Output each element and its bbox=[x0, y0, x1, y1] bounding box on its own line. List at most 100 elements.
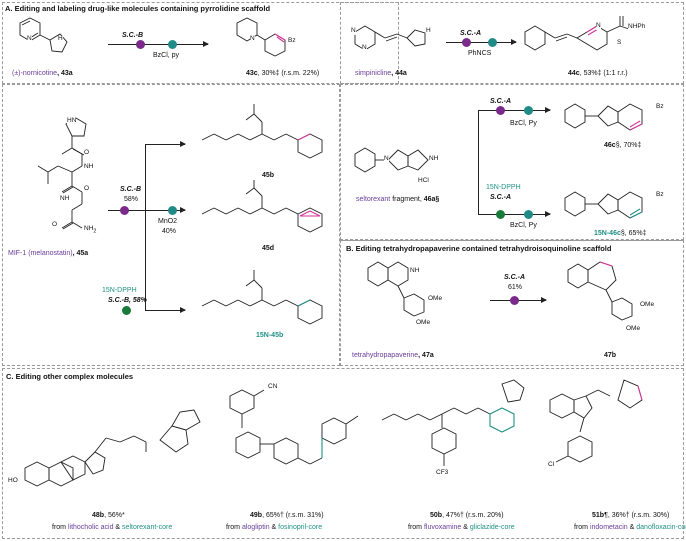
product-45b-label: 45b bbox=[262, 172, 275, 179]
seltorexant-15n: 15N-DPPH bbox=[486, 184, 521, 191]
arrow-to-15n45b bbox=[145, 307, 186, 313]
pyridine-n: N bbox=[27, 35, 32, 43]
product-45d-structure bbox=[201, 180, 323, 233]
atom-ome3: OMe bbox=[640, 301, 655, 309]
reagent-label: BzCl, py bbox=[153, 52, 180, 59]
molecule-51b-structure bbox=[549, 379, 643, 463]
panel-c bbox=[2, 368, 684, 539]
molecule-48b-source: from lithocholic acid & seltorexant-core bbox=[52, 524, 173, 531]
mif-step2-label: S.C.-B, 58% bbox=[108, 297, 147, 304]
product-43c-label: 43c, 30%‡ (r.s.m. 22%) bbox=[246, 70, 320, 77]
atom-nh2-term: NH2 bbox=[84, 225, 97, 235]
mif-15n-label: 15N-DPPH bbox=[102, 287, 137, 294]
panel-b-dot bbox=[510, 296, 519, 305]
mif-step-pct: 58% bbox=[124, 196, 139, 203]
atom-ome1: OMe bbox=[428, 295, 443, 303]
product-43c-structure bbox=[236, 17, 286, 57]
product-47b-label: 47b bbox=[604, 352, 617, 359]
step-dot-purple-2 bbox=[462, 38, 471, 47]
seltorexant-dot-green bbox=[496, 210, 505, 219]
panel-a-title: A. Editing and labeling drug-like molecu… bbox=[5, 4, 271, 13]
molecule-51b-label: 51b¶, 36%† (r.s.m. 30%) bbox=[592, 512, 670, 519]
step-label: S.C.-B bbox=[122, 32, 143, 39]
molecule-49b-source: from alogliptin & fosinopril-core bbox=[226, 524, 323, 531]
molecule-48b-label: 48b, 56%* bbox=[92, 512, 125, 519]
arrow-to-15n46c bbox=[478, 211, 551, 217]
panel-b-pct: 61% bbox=[508, 284, 523, 291]
seltorexant-n: N bbox=[384, 155, 389, 163]
molecule-50b-structure bbox=[381, 379, 525, 466]
panel-b-title: B. Editing tetrahydropapaverine containe… bbox=[346, 244, 612, 253]
reagent-label-2: PhNCS bbox=[468, 50, 492, 57]
seltorexant-dot-teal-2 bbox=[524, 210, 533, 219]
step-dot-teal bbox=[168, 40, 177, 49]
product-15n46c-label: 15N-46c§, 65%‡ bbox=[594, 230, 647, 237]
panel-b bbox=[340, 240, 684, 366]
seltorexant-dot-purple bbox=[496, 106, 505, 115]
step-dot-teal-2 bbox=[488, 38, 497, 47]
product-45d-label: 45d bbox=[262, 245, 275, 252]
atom-ho: HO bbox=[8, 477, 18, 485]
atom-cn: CN bbox=[268, 383, 278, 391]
atom-o1: O bbox=[84, 149, 90, 157]
pyrrolidine-nh2: H bbox=[426, 27, 431, 35]
pyrrolidine-nh: H bbox=[58, 35, 63, 43]
panel-a-lower-right bbox=[340, 84, 684, 240]
seltorexant-branch bbox=[478, 110, 479, 214]
product-44c-label: 44c, 53%‡ (1:1 r.r.) bbox=[568, 70, 628, 77]
nornicotine-label: (±)-nornicotine, 43a bbox=[12, 70, 73, 77]
arrow-to-45d bbox=[108, 207, 186, 213]
seltorexant-dot-teal bbox=[524, 106, 533, 115]
seltorexant-step1: S.C.-A bbox=[490, 98, 511, 105]
atom-nh2: NH bbox=[60, 195, 70, 203]
seltorexant-step2: S.C.-A bbox=[490, 194, 511, 201]
product-15n46c-structure bbox=[564, 191, 643, 219]
molecule-49b-structure bbox=[229, 389, 359, 465]
arrow-to-45b bbox=[145, 141, 186, 147]
mif-dot-green bbox=[122, 306, 131, 315]
arrow-to-46c bbox=[478, 107, 551, 113]
atom-nh-thp: NH bbox=[410, 267, 420, 275]
product-44c-structure bbox=[524, 16, 633, 51]
atom-n-44c: N bbox=[596, 22, 601, 30]
atom-hn: HN bbox=[67, 117, 77, 125]
seltorexant-reagent2: BzCl, Py bbox=[510, 222, 537, 229]
product-15n45b-label: 15N-45b bbox=[256, 332, 284, 339]
reaction-arrow bbox=[108, 41, 209, 47]
atom-bz: Bz bbox=[288, 37, 296, 45]
atom-o2: O bbox=[84, 185, 90, 193]
simpinicline-label: simpinicline, 44a bbox=[355, 70, 407, 77]
product-46c-label: 46c§, 70%‡ bbox=[604, 142, 642, 149]
tetrahydropapaverine-label: tetrahydropapaverine, 47a bbox=[352, 352, 434, 359]
mif-dot-purple bbox=[120, 206, 129, 215]
seltorexant-structure bbox=[354, 147, 429, 173]
product-46c-structure bbox=[564, 103, 643, 131]
panel-a-right bbox=[340, 2, 684, 84]
oxidant-label: MnO2 bbox=[158, 218, 178, 225]
panel-a bbox=[2, 2, 399, 84]
mif1-structure bbox=[37, 117, 87, 230]
seltorexant-label: seltorexant fragment, 46a§ bbox=[356, 196, 440, 203]
product-45b-structure bbox=[201, 104, 323, 159]
atom-bz-15n46c: Bz bbox=[656, 191, 664, 199]
tetrahydropapaverine-structure bbox=[367, 261, 425, 317]
reaction-arrow-2 bbox=[446, 39, 517, 45]
atom-s: S bbox=[617, 39, 622, 47]
atom-nh1: NH bbox=[84, 163, 94, 171]
seltorexant-nh: NH bbox=[429, 155, 439, 163]
panel-c-title: C. Editing other complex molecules bbox=[6, 372, 134, 381]
branch-line bbox=[145, 144, 146, 310]
atom-n: N bbox=[250, 35, 255, 43]
molecule-49b-label: 49b, 65%† (r.s.m. 31%) bbox=[250, 512, 324, 519]
seltorexant-hcl: HCl bbox=[418, 177, 429, 185]
product-15n45b-structure bbox=[201, 270, 323, 325]
panel-a-lower-left bbox=[2, 84, 340, 366]
atom-ome2: OMe bbox=[416, 319, 431, 327]
molecule-48b-structure bbox=[24, 409, 201, 487]
mif-dot-teal bbox=[168, 206, 177, 215]
seltorexant-reagent1: BzCl, Py bbox=[510, 120, 537, 127]
molecule-50b-label: 50b, 47%† (r.s.m. 20%) bbox=[430, 512, 504, 519]
simpinicline-structure bbox=[354, 25, 426, 51]
step-label-2: S.C.-A bbox=[460, 30, 481, 37]
mif-step-label: S.C.-B bbox=[120, 186, 141, 193]
